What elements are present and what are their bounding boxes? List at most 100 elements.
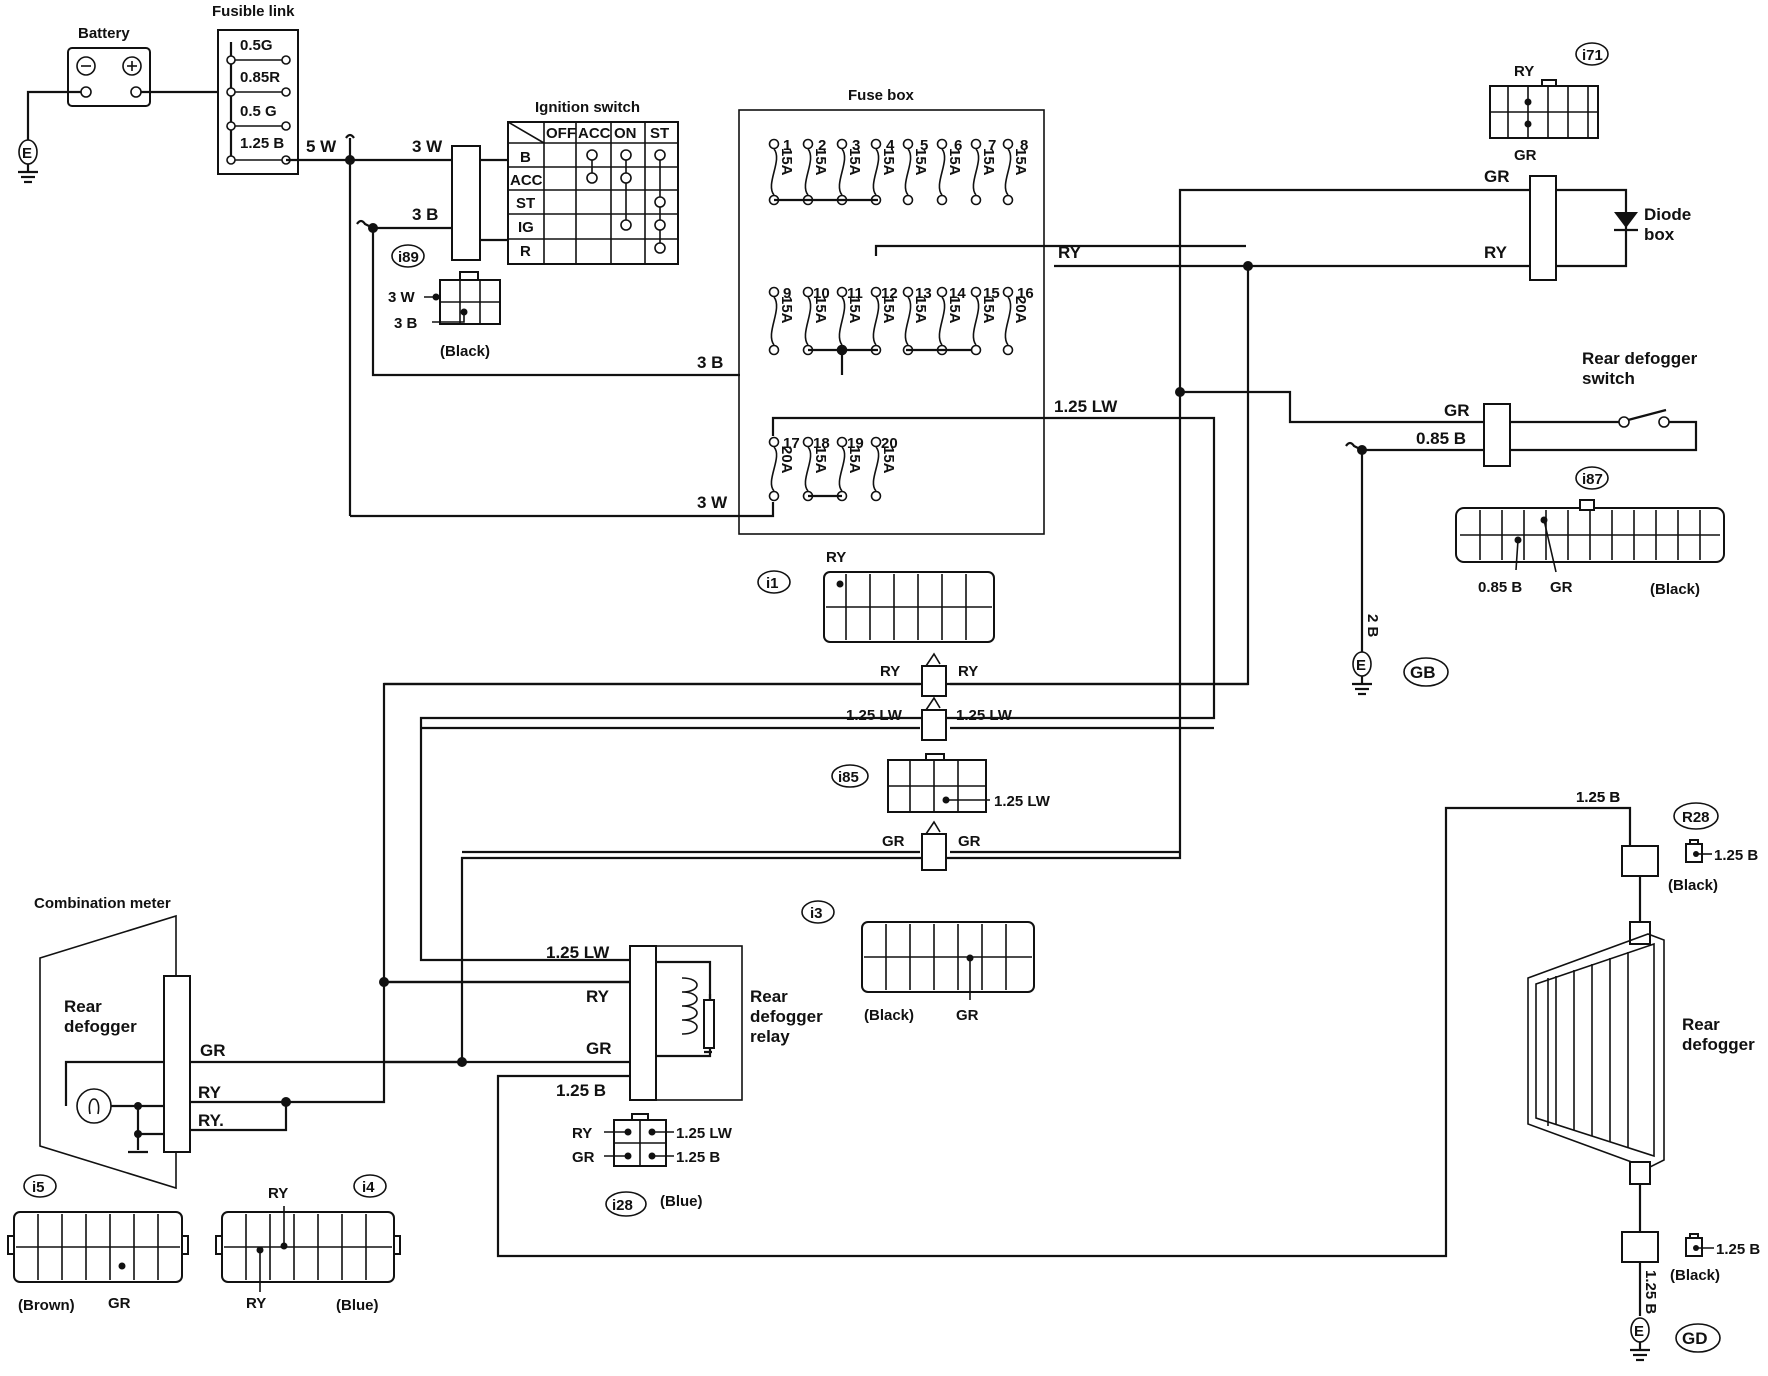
fuse-rating: 15A bbox=[912, 296, 929, 324]
ground-GD-label: GD bbox=[1675, 1323, 1721, 1353]
svg-text:1.25 B: 1.25 B bbox=[676, 1149, 720, 1166]
svg-text:ACC: ACC bbox=[578, 125, 611, 142]
connector-i71: i71 RY GR bbox=[1489, 42, 1609, 164]
svg-text:1.25 LW: 1.25 LW bbox=[994, 793, 1051, 810]
svg-text:Rear defogger: Rear defogger bbox=[1582, 349, 1698, 368]
svg-text:1.25 LW: 1.25 LW bbox=[676, 1125, 733, 1142]
connector-i87: i87 0.85 B GR (Black) bbox=[1455, 466, 1725, 598]
svg-text:4: 4 bbox=[886, 137, 895, 154]
svg-text:RY: RY bbox=[1484, 243, 1508, 262]
svg-text:3 B: 3 B bbox=[412, 205, 438, 224]
svg-text:RY: RY bbox=[880, 663, 900, 680]
battery-label: Battery bbox=[78, 25, 130, 42]
fuse-rating: 20A bbox=[778, 446, 795, 474]
svg-text:12: 12 bbox=[881, 285, 898, 302]
fuse: 15A bbox=[802, 436, 829, 502]
svg-text:ST: ST bbox=[650, 125, 669, 142]
svg-text:defogger: defogger bbox=[750, 1007, 823, 1026]
svg-text:i71: i71 bbox=[1582, 47, 1603, 64]
ground-E-defogger: E bbox=[1630, 1317, 1650, 1362]
svg-text:relay: relay bbox=[750, 1027, 790, 1046]
fuse: 15A bbox=[936, 286, 963, 356]
fuse: 15A bbox=[802, 138, 829, 206]
svg-text:1.25 B: 1.25 B bbox=[240, 135, 284, 152]
svg-text:GR: GR bbox=[1514, 147, 1537, 164]
svg-text:2: 2 bbox=[818, 137, 826, 154]
svg-text:B: B bbox=[520, 149, 531, 166]
connector-i5: i5 (Brown) GR bbox=[7, 1174, 189, 1314]
svg-text:(Black): (Black) bbox=[440, 343, 490, 360]
svg-text:1.25 B: 1.25 B bbox=[1642, 1270, 1659, 1314]
fuse: 20A bbox=[1002, 286, 1029, 356]
diode-box: GR RY Diode box bbox=[1484, 167, 1691, 281]
svg-text:i89: i89 bbox=[398, 249, 419, 266]
fuse: 15A bbox=[836, 138, 863, 206]
svg-text:RY: RY bbox=[246, 1295, 266, 1312]
wire-label-5W: 5 W bbox=[306, 137, 337, 156]
svg-text:i5: i5 bbox=[32, 1179, 45, 1196]
fuse: 15A bbox=[768, 138, 795, 206]
fuse: 15A bbox=[902, 286, 929, 356]
svg-text:1.25 B: 1.25 B bbox=[1714, 847, 1758, 864]
svg-text:1.25 B: 1.25 B bbox=[556, 1081, 606, 1100]
fuse: 15A bbox=[936, 138, 963, 206]
svg-text:E: E bbox=[22, 145, 32, 162]
svg-text:Diode: Diode bbox=[1644, 205, 1691, 224]
svg-text:13: 13 bbox=[915, 285, 932, 302]
svg-text:GR: GR bbox=[882, 833, 905, 850]
svg-text:1.25 LW: 1.25 LW bbox=[1054, 397, 1118, 416]
svg-text:3 B: 3 B bbox=[697, 353, 723, 372]
connector-i4: i4 RY RY (Blue) bbox=[215, 1174, 401, 1314]
svg-text:19: 19 bbox=[847, 435, 864, 452]
svg-text:Combination meter: Combination meter bbox=[34, 895, 171, 912]
svg-text:3 W: 3 W bbox=[388, 289, 416, 306]
fuse-rating: 15A bbox=[880, 296, 897, 324]
fuse: 15A bbox=[870, 286, 897, 356]
svg-text:Fuse box: Fuse box bbox=[848, 87, 915, 104]
svg-text:RY: RY bbox=[268, 1185, 288, 1202]
svg-text:Ignition switch: Ignition switch bbox=[535, 99, 640, 116]
svg-text:RY: RY bbox=[572, 1125, 592, 1142]
splice-lw: 1.25 LW 1.25 LW bbox=[846, 696, 1013, 741]
fuse-rating: 15A bbox=[778, 296, 795, 324]
svg-text:1.25 B: 1.25 B bbox=[1576, 789, 1620, 806]
splice-ry: RY RY bbox=[880, 652, 978, 697]
rear-defogger-grid: 1.25 B R28 1.25 B (Black) Rear defogger … bbox=[1527, 789, 1760, 1316]
svg-text:(Black): (Black) bbox=[1668, 877, 1718, 894]
svg-text:3 W: 3 W bbox=[697, 493, 728, 512]
svg-text:5: 5 bbox=[920, 137, 928, 154]
svg-text:box: box bbox=[1644, 225, 1675, 244]
svg-text:8: 8 bbox=[1020, 137, 1028, 154]
svg-text:Rear: Rear bbox=[750, 987, 788, 1006]
fuse-rating: 15A bbox=[812, 148, 829, 176]
svg-text:15: 15 bbox=[983, 285, 1000, 302]
svg-text:GR: GR bbox=[586, 1039, 612, 1058]
svg-text:OFF: OFF bbox=[546, 125, 576, 142]
fuse: 15A bbox=[836, 286, 863, 356]
svg-text:Fusible link: Fusible link bbox=[212, 3, 295, 20]
battery: Battery bbox=[67, 25, 151, 107]
svg-text:i85: i85 bbox=[838, 769, 859, 786]
svg-text:i1: i1 bbox=[766, 575, 779, 592]
connector-i1: i1 RY bbox=[757, 549, 995, 643]
connector-i28: RY GR 1.25 LW 1.25 B i28 (Blue) bbox=[572, 1113, 733, 1217]
fuse-rating: 15A bbox=[846, 446, 863, 474]
svg-text:Rear: Rear bbox=[64, 997, 102, 1016]
connector-i3: i3 (Black) GR bbox=[801, 900, 1035, 1024]
fuse: 15A bbox=[902, 138, 929, 206]
svg-text:GR: GR bbox=[1550, 579, 1573, 596]
rear-defogger-relay: 1.25 LW RY GR 1.25 B Rear defogger relay bbox=[546, 943, 823, 1101]
svg-text:7: 7 bbox=[988, 137, 996, 154]
fuse-rating: 15A bbox=[812, 446, 829, 474]
connector-R28: R28 1.25 B (Black) bbox=[1668, 802, 1758, 894]
svg-text:3 W: 3 W bbox=[412, 137, 443, 156]
svg-text:1.25 LW: 1.25 LW bbox=[846, 707, 903, 724]
svg-text:i28: i28 bbox=[612, 1197, 633, 1214]
svg-text:11: 11 bbox=[847, 285, 863, 302]
fuse-rating: 15A bbox=[846, 296, 863, 324]
fuse: 15A bbox=[1002, 138, 1029, 206]
svg-text:0.5G: 0.5G bbox=[240, 37, 273, 54]
combination-meter: Combination meter Rear defogger GR RY RY… bbox=[34, 895, 462, 1190]
